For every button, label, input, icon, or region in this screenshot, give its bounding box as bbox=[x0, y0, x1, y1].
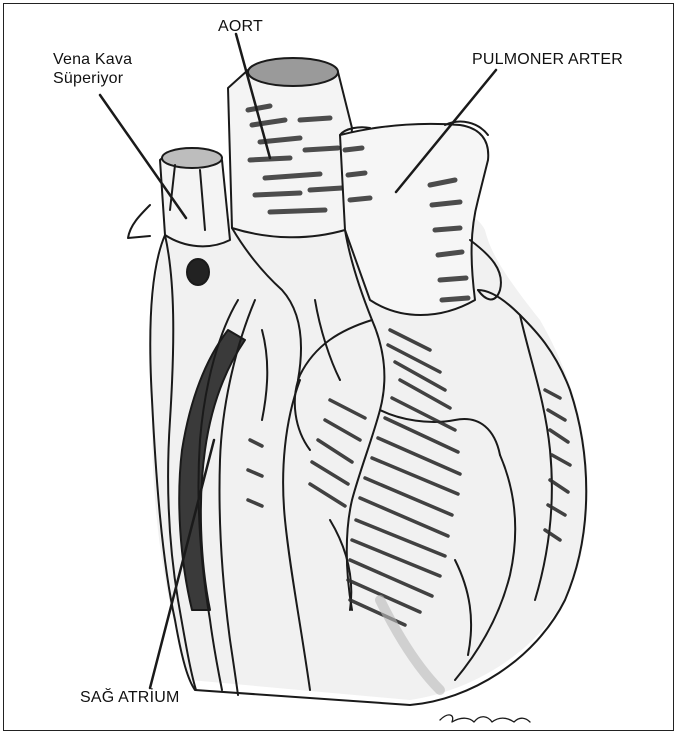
label-aort: AORT bbox=[218, 17, 263, 36]
label-vena-kava-line2: Süperiyor bbox=[53, 69, 132, 88]
artist-signature bbox=[440, 715, 530, 722]
label-vena-kava-line1: Vena Kava bbox=[53, 50, 132, 69]
label-sag-atrium: SAĞ ATRİUM bbox=[80, 688, 180, 707]
vena-cava-opening bbox=[162, 148, 222, 168]
label-pulmoner-arter: PULMONER ARTER bbox=[472, 50, 623, 69]
label-vena-kava-superiyor: Vena Kava Süperiyor bbox=[53, 50, 132, 88]
aorta-opening bbox=[248, 58, 338, 86]
auricle-spot bbox=[187, 259, 209, 285]
